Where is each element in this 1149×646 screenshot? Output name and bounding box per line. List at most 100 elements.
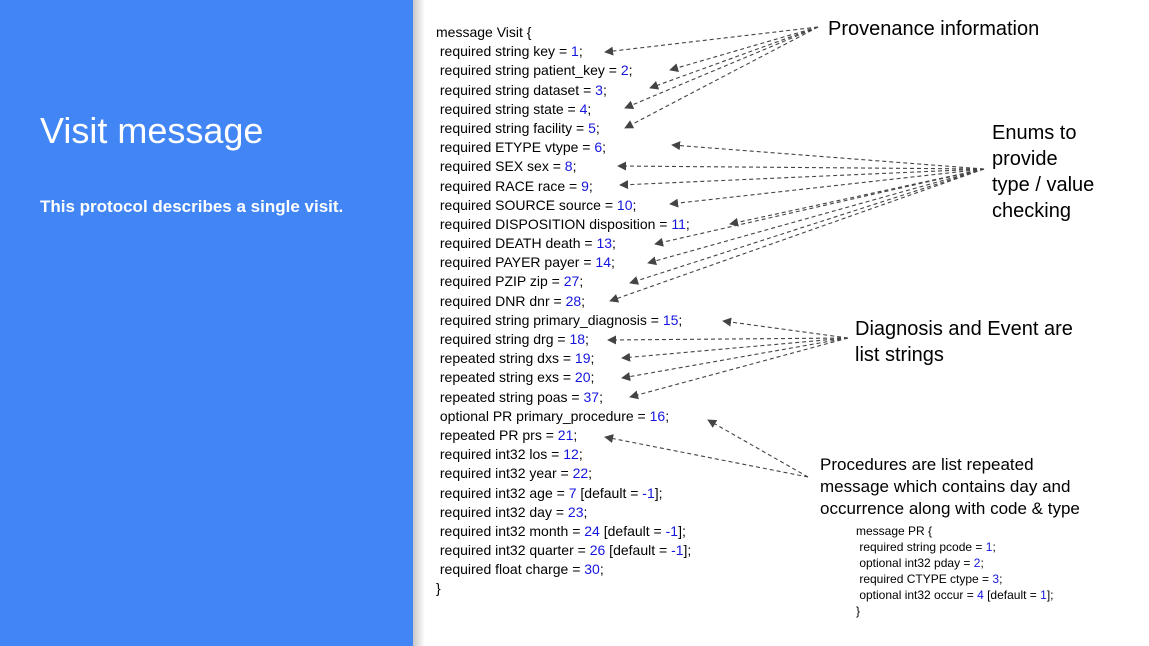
field-declaration: required SOURCE source = bbox=[436, 196, 617, 213]
field-declaration: required int32 year = bbox=[436, 465, 573, 482]
field-suffix: ; bbox=[590, 369, 595, 386]
field-declaration: required string drg = bbox=[436, 331, 570, 347]
field-number: 11 bbox=[671, 215, 686, 232]
field-declaration: required string state = bbox=[436, 100, 580, 117]
code-line: repeated string dxs = 19; bbox=[436, 349, 691, 368]
field-number: 7 bbox=[568, 484, 577, 501]
field-declaration: required int32 month = bbox=[436, 522, 585, 539]
field-number: 14 bbox=[595, 254, 611, 271]
field-suffix: ; bbox=[678, 311, 683, 328]
code-line-footer: } bbox=[856, 604, 861, 618]
code-line: required string patient_key = 2; bbox=[436, 61, 691, 80]
provenance-arrow bbox=[669, 26, 819, 73]
procedures-arrow bbox=[604, 434, 809, 478]
diagnosis-annotation-line: Diagnosis and Event are bbox=[855, 318, 1073, 340]
field-declaration: optional int32 occur = bbox=[856, 588, 978, 602]
field-suffix: ]; bbox=[678, 522, 686, 539]
field-suffix: ; bbox=[599, 561, 604, 578]
code-line: optional int32 occur = 4 [default = 1]; bbox=[856, 587, 1054, 603]
visit-message-code: message Visit { required string key = 1;… bbox=[436, 23, 691, 599]
procedures-annotation-line: Procedures are list repeated bbox=[820, 455, 1034, 474]
field-suffix: ; bbox=[685, 215, 690, 232]
diagnosis-arrow bbox=[607, 335, 849, 345]
field-declaration: required float charge = bbox=[436, 561, 585, 578]
field-declaration: required PZIP zip = bbox=[436, 273, 564, 290]
enums-arrow bbox=[669, 168, 985, 208]
field-declaration: required DNR dnr = bbox=[436, 292, 566, 309]
field-suffix: ; bbox=[578, 446, 583, 463]
field-suffix: ; bbox=[602, 81, 607, 98]
field-number: 3 bbox=[992, 572, 1000, 586]
field-suffix: [default = bbox=[576, 484, 643, 501]
diagnosis-annotation-line: list strings bbox=[855, 344, 944, 366]
field-number: 23 bbox=[567, 503, 584, 520]
field-number: 20 bbox=[574, 369, 591, 386]
default-value: -1 bbox=[671, 542, 684, 559]
field-number: 12 bbox=[563, 446, 579, 463]
field-suffix: ; bbox=[572, 158, 577, 175]
field-suffix: ; bbox=[581, 292, 586, 309]
code-line: optional int32 pday = 2; bbox=[856, 555, 1054, 571]
code-line: required string primary_diagnosis = 15; bbox=[436, 311, 691, 330]
pr-message-code: message PR { required string pcode = 1; … bbox=[856, 523, 1054, 619]
field-number: 1 bbox=[985, 540, 993, 554]
provenance-arrow bbox=[624, 26, 819, 110]
code-line: required string key = 1; bbox=[436, 42, 691, 61]
code-line: required string dataset = 3; bbox=[436, 81, 691, 100]
enums-arrow bbox=[609, 168, 985, 303]
slide-subtitle: This protocol describes a single visit. bbox=[40, 197, 344, 216]
field-suffix: ; bbox=[980, 556, 984, 570]
code-line: required SEX sex = 8; bbox=[436, 157, 691, 176]
field-declaration: repeated PR prs = bbox=[436, 426, 558, 443]
code-line: required DISPOSITION disposition = 11; bbox=[436, 215, 691, 234]
enums-arrow bbox=[619, 168, 985, 190]
field-number: 9 bbox=[581, 177, 589, 194]
field-declaration: required PAYER payer = bbox=[436, 254, 596, 271]
field-suffix: [default = bbox=[605, 542, 672, 559]
diagnosis-arrow bbox=[629, 337, 849, 400]
field-declaration: required string key = bbox=[436, 43, 572, 60]
field-declaration: required string pcode = bbox=[856, 540, 986, 554]
procedures-annotation-line: message which contains day and bbox=[820, 477, 1071, 496]
enums-arrow bbox=[671, 141, 985, 170]
field-number: 4 bbox=[977, 588, 984, 602]
enums-arrow bbox=[617, 161, 985, 171]
field-suffix: ]; bbox=[1046, 588, 1054, 602]
code-line-footer: } bbox=[436, 580, 441, 597]
field-number: 18 bbox=[569, 331, 586, 347]
default-value: -1 bbox=[665, 522, 679, 539]
code-line: required CTYPE ctype = 3; bbox=[856, 571, 1054, 587]
field-declaration: repeated string exs = bbox=[436, 369, 575, 386]
procedures-arrow bbox=[707, 419, 809, 478]
field-declaration: required string dataset = bbox=[436, 81, 596, 98]
field-suffix: ; bbox=[610, 254, 615, 271]
enums-arrow bbox=[647, 168, 985, 266]
provenance-arrow bbox=[604, 26, 819, 56]
field-number: 26 bbox=[589, 542, 606, 559]
field-declaration: required DEATH death = bbox=[436, 235, 597, 252]
field-number: 8 bbox=[564, 158, 573, 175]
field-number: 28 bbox=[565, 292, 582, 309]
code-line: required string pcode = 1; bbox=[856, 539, 1054, 555]
enums-annotation-line: Enums to bbox=[992, 122, 1077, 144]
field-number: 16 bbox=[649, 407, 666, 424]
code-line: repeated PR prs = 21; bbox=[436, 426, 691, 445]
field-suffix: ; bbox=[999, 572, 1003, 586]
field-number: 5 bbox=[588, 119, 596, 136]
field-suffix: ; bbox=[573, 426, 578, 443]
code-line: required ETYPE vtype = 6; bbox=[436, 138, 691, 157]
enums-arrow bbox=[654, 168, 985, 247]
code-line: required int32 age = 7 [default = -1]; bbox=[436, 484, 691, 503]
code-line: required string state = 4; bbox=[436, 100, 691, 119]
code-line: required int32 los = 12; bbox=[436, 445, 691, 464]
field-suffix: ; bbox=[599, 388, 603, 405]
field-number: 24 bbox=[584, 522, 600, 539]
field-number: 3 bbox=[595, 81, 603, 98]
field-number: 22 bbox=[572, 465, 589, 482]
field-suffix: ; bbox=[585, 331, 589, 347]
default-value: 1 bbox=[1040, 588, 1047, 602]
code-line: required DEATH death = 13; bbox=[436, 234, 691, 253]
field-number: 21 bbox=[557, 426, 574, 443]
field-number: 30 bbox=[584, 561, 600, 578]
